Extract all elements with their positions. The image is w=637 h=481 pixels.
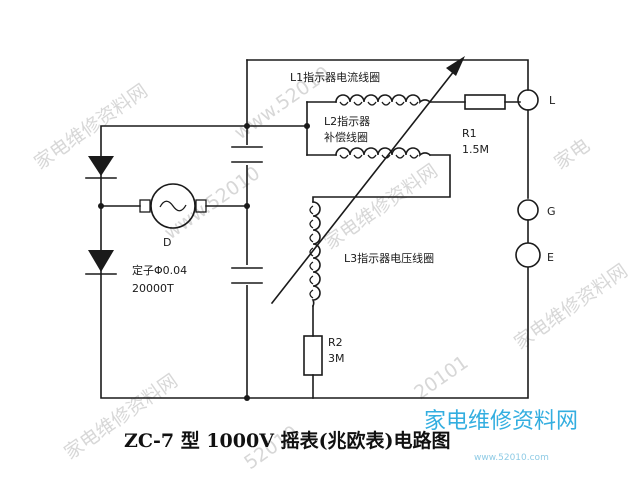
label-r1-value: 1.5M	[462, 143, 489, 156]
site-logo: 家电维修资料网 www.52010.com	[424, 409, 578, 463]
capacitor-top	[231, 145, 263, 165]
logo-url: www.52010.com	[474, 453, 549, 463]
label-generator: D	[163, 236, 171, 249]
label-l2-coil: 补偿线圈	[324, 130, 368, 144]
generator-d	[139, 183, 207, 229]
terminal-e	[515, 242, 541, 268]
ac-wave-icon	[159, 200, 187, 212]
label-l3-coil: L3指示器电压线圈	[344, 251, 434, 265]
wire-top-rail	[246, 59, 529, 91]
watermark-text: 20101	[410, 351, 472, 404]
diode-top	[85, 156, 117, 179]
watermark-text: www.52010	[160, 162, 264, 244]
label-r2-value: 3M	[328, 352, 345, 365]
resistor-r1	[464, 94, 506, 110]
watermark-text: 家电维修资料网	[320, 160, 442, 254]
terminal-label-l: L	[549, 94, 556, 107]
watermark-text: 家电	[550, 134, 594, 174]
label-r2-name: R2	[328, 336, 343, 349]
terminal-g	[517, 199, 539, 221]
coil-l2	[335, 147, 432, 159]
label-stator: 20000T	[132, 282, 174, 295]
resistor-r2	[303, 335, 323, 376]
diode-bottom	[85, 250, 117, 275]
label-stator: 定子Φ0.04	[132, 263, 187, 277]
terminal-label-e: E	[547, 251, 554, 264]
wiring	[100, 59, 529, 399]
coil-l3	[309, 201, 321, 308]
capacitor-bottom	[231, 265, 263, 285]
coil-l1	[335, 94, 432, 106]
terminal-label-g: G	[547, 205, 556, 218]
junction-dots	[98, 123, 310, 401]
terminal-l	[517, 89, 539, 111]
wire-outer-loop	[100, 125, 529, 399]
indicator-arrow-icon	[270, 56, 465, 305]
wire-l2-l3	[312, 154, 451, 203]
diagram-title: ZC-7 型 1000V 摇表(兆欧表)电路图	[124, 429, 451, 452]
label-l2-coil: L2指示器	[324, 114, 370, 128]
label-r1-name: R1	[462, 127, 477, 140]
label-l1-coil: L1指示器电流线圈	[290, 70, 380, 84]
logo-text: 家电维修资料网	[424, 409, 578, 434]
